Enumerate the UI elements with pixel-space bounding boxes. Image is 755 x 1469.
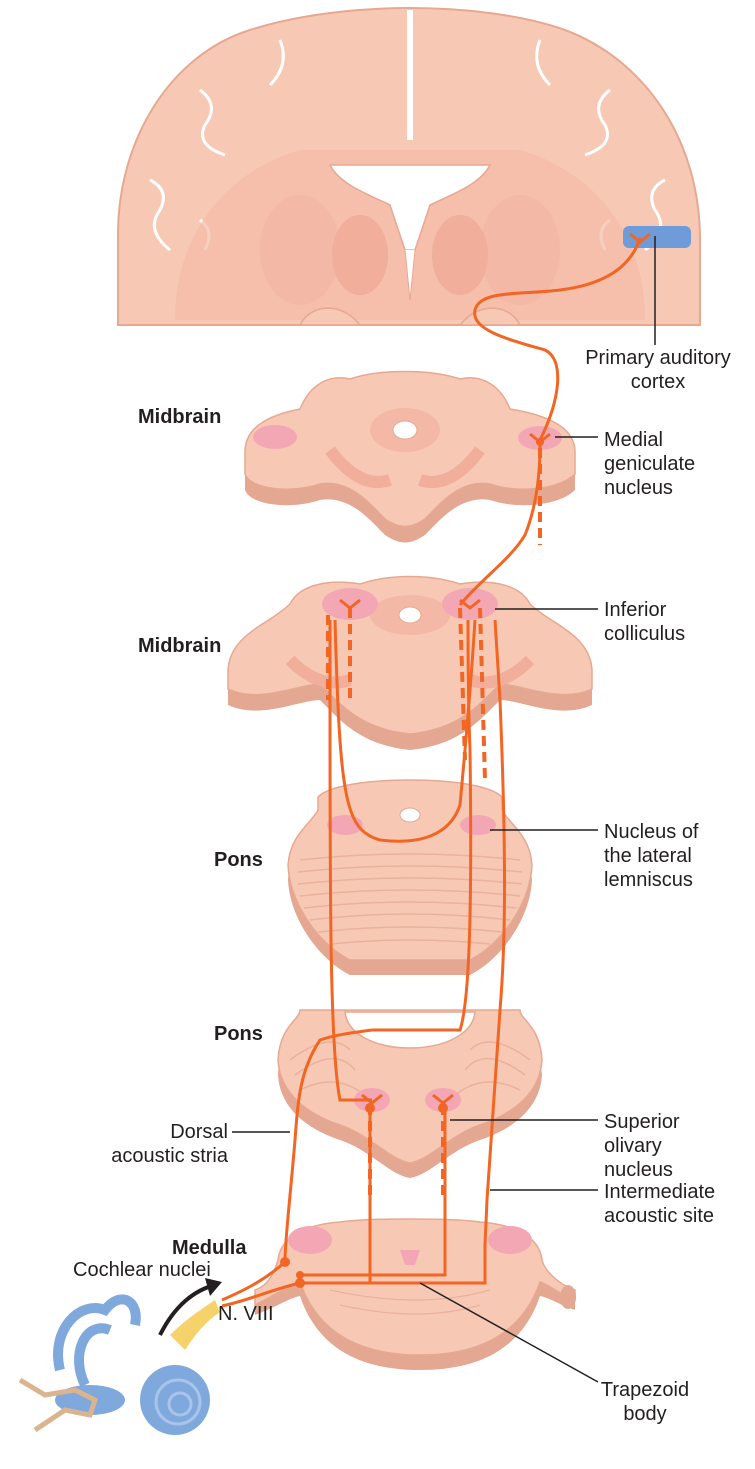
label-cochlear-nuclei: Cochlear nuclei — [73, 1258, 211, 1282]
midbrain-section-lower — [228, 577, 592, 751]
label-primary-auditory-cortex: Primary auditory cortex — [563, 346, 753, 394]
mgn-left — [253, 425, 297, 449]
label-midbrain-upper: Midbrain — [138, 405, 221, 429]
inner-ear — [20, 1278, 222, 1435]
label-pons-upper: Pons — [214, 848, 263, 872]
midbrain-section-upper — [245, 372, 575, 543]
label-medial-geniculate-nucleus: Medial geniculate nucleus — [604, 428, 695, 500]
label-inferior-colliculus: Inferior colliculus — [604, 598, 685, 646]
label-midbrain-lower: Midbrain — [138, 634, 221, 658]
label-dorsal-acoustic-stria: Dorsal acoustic stria — [70, 1120, 228, 1168]
label-pons-lower: Pons — [214, 1022, 263, 1046]
label-trapezoid-body: Trapezoid body — [590, 1378, 700, 1426]
pons-section-upper — [288, 780, 532, 975]
label-nucleus-lateral-lemniscus: Nucleus of the lateral lemniscus — [604, 820, 699, 892]
label-superior-olivary-nucleus: Superior olivary nucleus — [604, 1110, 680, 1182]
label-n-viii: N. VIII — [218, 1302, 274, 1326]
pons-section-lower — [278, 1010, 542, 1178]
label-medulla: Medulla — [172, 1236, 246, 1260]
label-intermediate-acoustic-site: Intermediate acoustic site — [604, 1180, 715, 1228]
coronal-brain-section — [118, 8, 700, 325]
medulla-section — [255, 1219, 576, 1370]
